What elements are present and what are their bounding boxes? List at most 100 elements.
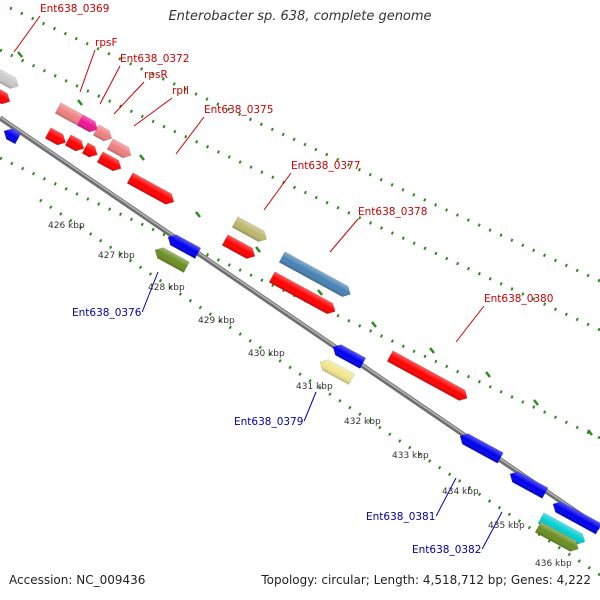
gene-arrow-shading [97,151,122,171]
tick-row-4 [9,6,600,283]
scale-label: 426 kbp [48,221,85,231]
scale-label: 436 kbp [535,559,572,569]
gene-arrow-26 [534,521,579,552]
kbp-tick [195,211,201,218]
gene-arrow-shading [127,172,174,205]
callout-line [113,81,145,115]
gene-arrow-shading [320,359,355,385]
gene-label-rpsf: rpsF [95,37,118,49]
gene-label-ent638_0380: Ent638_0380 [484,293,553,305]
gene-arrow-20 [319,359,355,385]
gene-arrow-shading [82,142,98,158]
gene-arrow-1 [0,62,19,89]
scale-label: 429 kbp [198,316,235,326]
gene-arrow-13 [167,234,202,259]
gene-arrow-6 [92,124,113,142]
gene-arrow-7 [106,138,132,159]
gene-arrow-shading [535,521,579,552]
gene-arrow-23 [509,471,549,499]
gene-arrow-19 [332,344,367,369]
gene-arrow-shading [538,512,585,545]
gene-arrow-shading [55,102,85,125]
map-title: Enterobacter sp. 638, complete genome [168,9,432,24]
gene-arrow-shading [0,87,10,105]
gene-arrow-shading [45,127,66,145]
gene-label-ent638_0382: Ent638_0382 [412,544,481,556]
scale-label: 433 kbp [392,451,429,461]
callout-line [481,511,503,550]
kbp-tick [587,429,593,436]
gene-arrow-24 [552,501,600,535]
gene-arrow-9 [64,134,85,152]
gene-arrow-2 [0,87,11,105]
gene-label-ent638_0372: Ent638_0372 [120,53,189,65]
gene-label-rpsr: rpsR [144,69,168,81]
gene-arrow-shading [333,344,366,369]
scale-label: 432 kbp [344,417,381,427]
gene-arrow-shading [510,471,548,499]
callout-line [435,477,457,517]
backbone [0,115,600,531]
gene-arrow-shading [222,234,255,259]
kbp-tick [485,371,491,378]
gene-arrow-shading [4,128,21,144]
gene-arrow-shading [553,501,600,535]
kbp-tick [139,154,145,161]
gene-arrow-shading [155,247,190,273]
gene-arrow-shading [107,138,132,158]
kbp-tick [255,246,261,253]
topology-summary: Topology: circular; Length: 4,518,712 bp… [261,573,591,587]
gene-arrow-shading [0,62,19,89]
callout-line [79,49,96,93]
accession-text: Accession: NC_009436 [9,573,146,587]
callout-line [133,97,173,127]
backbone-line [0,115,600,531]
callout-line [329,218,359,253]
gene-arrow-shading [65,134,84,152]
kbp-tick [17,51,23,58]
gene-label-ent638_0378: Ent638_0378 [358,206,427,218]
gene-arrow-shading [387,350,468,401]
gene-label-ent638_0379: Ent638_0379 [234,416,303,428]
gene-arrow-shading [168,234,201,259]
gene-label-rpli: rplI [172,85,189,97]
gene-arrow-shading [460,433,504,464]
kbp-tick [77,99,83,106]
tick-marks [0,6,600,577]
gene-arrow-15 [231,216,267,242]
kbp-tick [371,321,377,328]
scale-label: 428 kbp [148,283,185,293]
gene-arrow-22 [459,433,504,464]
callout-line [175,116,205,155]
gene-label-ent638_0369: Ent638_0369 [40,3,109,15]
scale-label: 427 kbp [98,251,135,261]
kbp-tick [317,289,323,296]
gene-arrow-11 [96,151,122,172]
gene-arrow-10 [81,142,98,158]
gene-arrow-shading [269,271,336,314]
gene-label-ent638_0376: Ent638_0376 [72,307,142,319]
gene-features [0,62,600,552]
gene-label-ent638_0375: Ent638_0375 [204,104,273,116]
gene-arrow-21 [386,350,468,401]
kbp-tick [533,399,539,406]
gene-label-ent638_0381: Ent638_0381 [366,511,435,523]
callout-line [455,305,485,343]
gene-label-ent638_0377: Ent638_0377 [291,160,360,172]
tick-row-3 [39,198,600,577]
gene-arrow-8 [44,127,66,146]
gene-arrow-25 [537,512,586,545]
gene-arrow-shading [77,114,98,132]
kbp-tick [429,347,435,354]
scale-label: 430 kbp [248,349,285,359]
callout-line [141,271,159,313]
backbone-highlight [0,116,600,528]
gene-arrow-5 [76,114,98,133]
gene-arrow-12 [126,172,175,205]
scale-label: 434 kbp [442,487,479,497]
gene-arrow-shading [93,124,112,142]
scale-label: 435 kbp [488,521,525,531]
gene-arrow-shading [232,216,267,242]
